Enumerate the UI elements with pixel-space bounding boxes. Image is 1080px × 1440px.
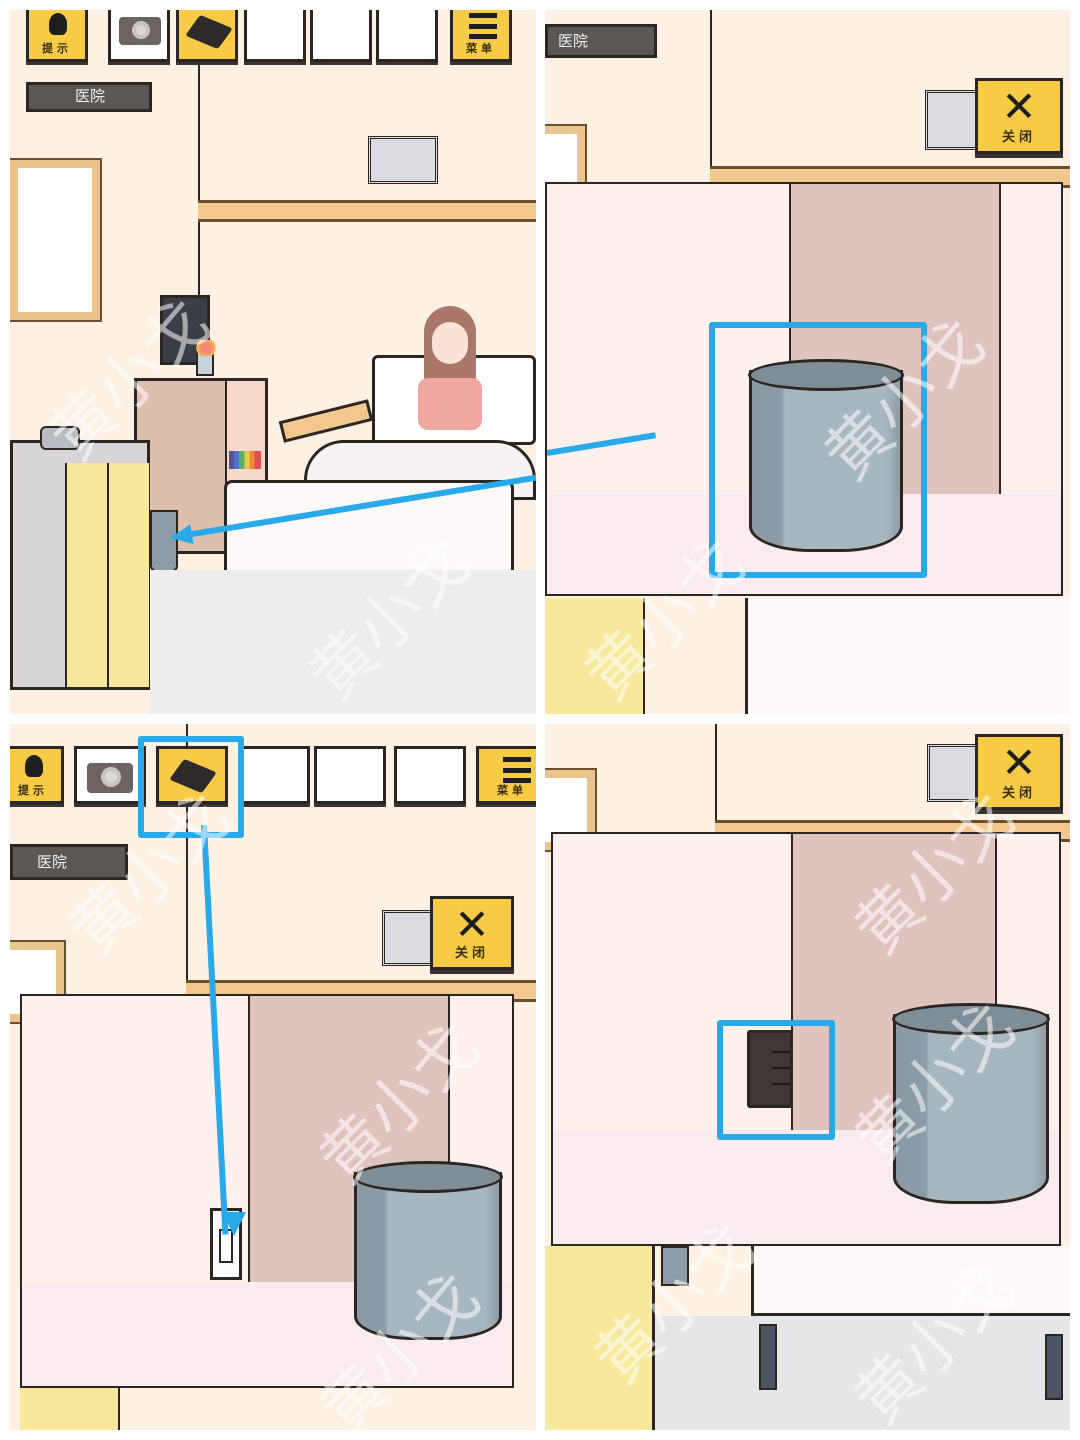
inventory-slot-4[interactable] — [314, 746, 386, 804]
wall-handrail — [198, 200, 536, 222]
panel-room-overview: 提示 菜单 医院 — [10, 10, 536, 714]
close-button[interactable]: ✕ 关闭 — [975, 78, 1063, 154]
hint-button[interactable]: 提示 — [26, 10, 88, 62]
menu-button[interactable]: 菜单 — [476, 746, 536, 804]
battery-charger-plugged[interactable] — [747, 1030, 793, 1108]
arrowhead-icon — [168, 524, 194, 548]
camera-icon — [119, 17, 161, 45]
hamburger-icon — [503, 757, 531, 783]
menu-label: 菜单 — [466, 42, 496, 55]
colored-books[interactable] — [229, 451, 261, 469]
inventory-slot-2[interactable] — [176, 10, 238, 62]
panel-use-charger: 提示 菜单 医院 ✕ 关闭 黄小戈 黄小戈 黄小戈 — [10, 724, 536, 1430]
highlight-trash-bin — [709, 322, 927, 578]
inventory-slot-5[interactable] — [376, 10, 438, 62]
inventory-slot-3[interactable] — [238, 746, 310, 804]
window — [10, 158, 102, 322]
highlight-charger-slot — [138, 736, 244, 838]
zoom-view — [20, 994, 514, 1388]
wall-corner — [186, 724, 188, 994]
lightbulb-icon — [49, 13, 67, 35]
wall-corner — [710, 10, 712, 180]
floor — [655, 1316, 1070, 1430]
wall-corner — [715, 724, 717, 834]
trash-bin[interactable] — [748, 359, 904, 552]
close-label: 关闭 — [1001, 786, 1036, 801]
arrow-to-trash-bin — [547, 432, 657, 456]
menu-label: 菜单 — [497, 784, 527, 797]
zoom-view — [551, 832, 1061, 1246]
hint-label: 提示 — [18, 784, 48, 797]
highlight-charger — [717, 1020, 835, 1140]
sink-cabinet[interactable] — [10, 440, 150, 690]
close-label: 关闭 — [454, 946, 489, 961]
sink-faucet[interactable] — [40, 426, 80, 450]
arrowhead-icon — [222, 1212, 246, 1236]
inventory-slot-1[interactable] — [74, 746, 146, 804]
inventory-slot-5[interactable] — [394, 746, 466, 804]
inventory-slot-4[interactable] — [310, 10, 372, 62]
close-icon: ✕ — [1001, 738, 1037, 787]
bed — [751, 1246, 1070, 1316]
hint-button[interactable]: 提示 — [10, 746, 64, 804]
inventory-slot-3[interactable] — [244, 10, 306, 62]
trash-bin-small — [661, 1246, 689, 1286]
hamburger-icon — [469, 13, 497, 39]
patient-girl[interactable] — [418, 306, 482, 430]
lightbulb-icon — [25, 755, 43, 777]
close-label: 关闭 — [1001, 130, 1036, 145]
overbed-table[interactable] — [278, 399, 374, 443]
wall-corner — [198, 10, 200, 310]
flowers — [192, 340, 220, 356]
zoom-view — [545, 182, 1063, 596]
panel-trash-bin-zoom: 医院 ✕ 关闭 黄小戈 黄小戈 — [545, 10, 1070, 714]
wall-panel[interactable] — [925, 90, 981, 150]
inventory-slot-1[interactable] — [108, 10, 170, 62]
hint-label: 提示 — [42, 42, 72, 55]
location-label: 医院 — [26, 82, 152, 112]
close-button[interactable]: ✕ 关闭 — [975, 734, 1063, 810]
trash-bin[interactable] — [353, 1161, 503, 1340]
camera-icon — [87, 763, 133, 793]
panel-charger-placed: ✕ 关闭 黄小戈 黄小戈 黄小戈 黄小戈 — [545, 724, 1070, 1430]
close-icon: ✕ — [454, 900, 490, 949]
bed-leg — [759, 1324, 777, 1390]
inventory-slot-2[interactable] — [156, 746, 228, 804]
sink-cabinet — [545, 1246, 655, 1430]
location-label: 医院 — [545, 24, 657, 58]
close-button[interactable]: ✕ 关闭 — [430, 896, 514, 970]
sink-cabinet — [545, 598, 645, 714]
close-icon: ✕ — [1001, 82, 1037, 131]
trash-bin[interactable] — [892, 1003, 1050, 1204]
wall-panel[interactable] — [368, 136, 438, 184]
floor — [150, 570, 536, 714]
wall-panel[interactable] — [382, 910, 438, 966]
location-label: 医院 — [10, 844, 128, 880]
bed — [745, 598, 1070, 714]
battery-charger-icon — [185, 14, 233, 50]
bed-leg — [1045, 1334, 1063, 1400]
menu-button[interactable]: 菜单 — [450, 10, 512, 62]
sink-cabinet — [20, 1388, 120, 1430]
wall-panel[interactable] — [927, 744, 983, 802]
trash-bin-small[interactable] — [150, 510, 178, 572]
